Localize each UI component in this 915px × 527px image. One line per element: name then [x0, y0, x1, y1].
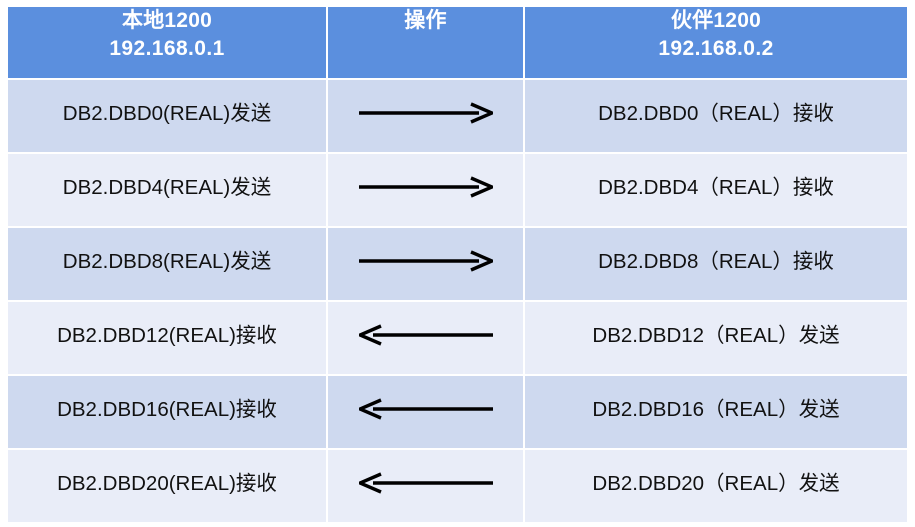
- table-header: 本地1200 192.168.0.1 操作 伙伴1200 192.168.0.2: [8, 7, 907, 80]
- cell-operation: [328, 376, 525, 450]
- cell-peer: DB2.DBD4（REAL）接收: [525, 154, 907, 228]
- table-body: DB2.DBD0(REAL)发送 DB2.DBD0（REAL）接收: [8, 80, 907, 522]
- header-row: 本地1200 192.168.0.1 操作 伙伴1200 192.168.0.2: [8, 7, 907, 80]
- column-header-peer: 伙伴1200 192.168.0.2: [525, 7, 907, 80]
- column-header-operation-title: 操作: [404, 9, 447, 32]
- local-operation-label: DB2.DBD4(REAL)发送: [62, 176, 272, 199]
- cell-operation: [328, 302, 525, 376]
- column-header-peer-title: 伙伴1200: [671, 9, 761, 32]
- peer-operation-label: DB2.DBD4（REAL）接收: [598, 176, 834, 199]
- table-row: DB2.DBD8(REAL)发送 DB2.DBD8（REAL）接收: [8, 228, 907, 302]
- data-exchange-table: 本地1200 192.168.0.1 操作 伙伴1200 192.168.0.2…: [8, 7, 907, 522]
- arrow-left-icon: [328, 376, 523, 420]
- column-header-peer-ip: 192.168.0.2: [658, 36, 774, 60]
- cell-operation: [328, 80, 525, 154]
- table-row: DB2.DBD20(REAL)接收 DB2.DBD20（REAL）发送: [8, 450, 907, 522]
- cell-peer: DB2.DBD8（REAL）接收: [525, 228, 907, 302]
- local-operation-label: DB2.DBD8(REAL)发送: [62, 250, 272, 273]
- local-operation-label: DB2.DBD16(REAL)接收: [57, 398, 277, 421]
- arrow-right-icon: [328, 228, 523, 272]
- cell-peer: DB2.DBD0（REAL）接收: [525, 80, 907, 154]
- table-row: DB2.DBD4(REAL)发送 DB2.DBD4（REAL）接收: [8, 154, 907, 228]
- cell-local: DB2.DBD12(REAL)接收: [8, 302, 328, 376]
- arrow-right-icon: [328, 154, 523, 198]
- cell-local: DB2.DBD20(REAL)接收: [8, 450, 328, 522]
- arrow-left-icon: [328, 450, 523, 494]
- peer-operation-label: DB2.DBD12（REAL）发送: [592, 324, 840, 347]
- cell-peer: DB2.DBD12（REAL）发送: [525, 302, 907, 376]
- column-header-operation: 操作: [328, 7, 525, 80]
- table-row: DB2.DBD16(REAL)接收 DB2.DBD16（REAL）发送: [8, 376, 907, 450]
- peer-operation-label: DB2.DBD20（REAL）发送: [592, 472, 840, 495]
- cell-operation: [328, 228, 525, 302]
- cell-local: DB2.DBD0(REAL)发送: [8, 80, 328, 154]
- local-operation-label: DB2.DBD0(REAL)发送: [62, 102, 272, 125]
- local-operation-label: DB2.DBD12(REAL)接收: [57, 324, 277, 347]
- cell-peer: DB2.DBD20（REAL）发送: [525, 450, 907, 522]
- cell-local: DB2.DBD16(REAL)接收: [8, 376, 328, 450]
- cell-local: DB2.DBD8(REAL)发送: [8, 228, 328, 302]
- cell-operation: [328, 154, 525, 228]
- cell-peer: DB2.DBD16（REAL）发送: [525, 376, 907, 450]
- peer-operation-label: DB2.DBD0（REAL）接收: [598, 102, 834, 125]
- peer-operation-label: DB2.DBD8（REAL）接收: [598, 250, 834, 273]
- peer-operation-label: DB2.DBD16（REAL）发送: [592, 398, 840, 421]
- arrow-left-icon: [328, 302, 523, 346]
- column-header-local-title: 本地1200: [122, 9, 212, 32]
- local-operation-label: DB2.DBD20(REAL)接收: [57, 472, 277, 495]
- column-header-local-ip: 192.168.0.1: [109, 36, 225, 60]
- cell-local: DB2.DBD4(REAL)发送: [8, 154, 328, 228]
- column-header-local: 本地1200 192.168.0.1: [8, 7, 328, 80]
- table-row: DB2.DBD0(REAL)发送 DB2.DBD0（REAL）接收: [8, 80, 907, 154]
- cell-operation: [328, 450, 525, 522]
- arrow-right-icon: [328, 80, 523, 124]
- table-row: DB2.DBD12(REAL)接收 DB2.DBD12（REAL）发送: [8, 302, 907, 376]
